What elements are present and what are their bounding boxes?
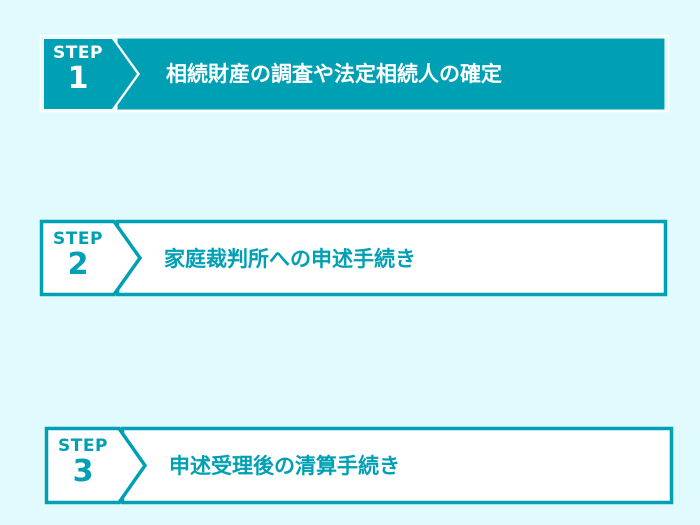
- step-1-badge: STEP 1: [46, 45, 110, 94]
- step-2: STEP 2 家庭裁判所への申述手続き: [39, 219, 670, 299]
- step-3: STEP 3 申述受理後の清算手続き: [44, 426, 677, 506]
- step-3-badge-number: 3: [72, 454, 94, 489]
- step-1-frame: [39, 34, 670, 113]
- step-3-badge: STEP 3: [51, 438, 115, 487]
- step-2-badge-number: 2: [67, 247, 89, 282]
- step-1-badge-number: 1: [67, 61, 89, 96]
- step-2-title: 家庭裁判所への申述手続き: [164, 247, 416, 271]
- step-3-title: 申述受理後の清算手続き: [169, 454, 400, 478]
- step-2-badge: STEP 2: [46, 231, 110, 280]
- step-1-title: 相続財産の調査や法定相続人の確定: [166, 62, 502, 86]
- step-2-badge-label: STEP: [53, 229, 103, 249]
- step-1: STEP 1 相続財産の調査や法定相続人の確定: [39, 34, 670, 113]
- step-3-frame: [44, 426, 674, 505]
- step-3-badge-label: STEP: [58, 436, 108, 456]
- step-1-badge-label: STEP: [53, 43, 103, 63]
- step-2-frame: [39, 219, 668, 297]
